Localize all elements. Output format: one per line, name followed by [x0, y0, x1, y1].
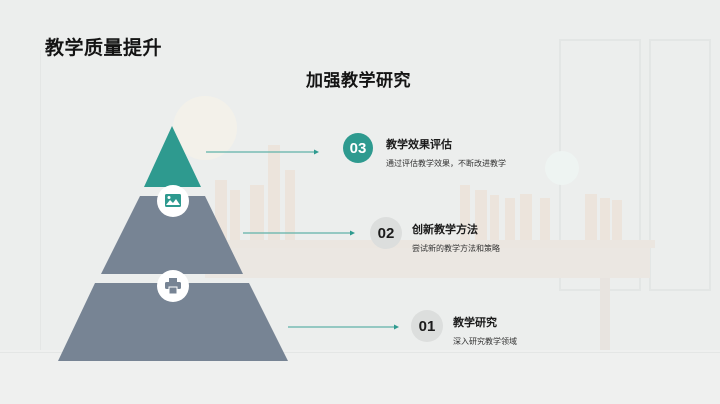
step-desc-01: 深入研究教学领域 [453, 337, 517, 346]
step-number-badge-01: 01 [411, 310, 443, 342]
step-desc-03: 通过评估教学效果，不断改进教学 [386, 159, 506, 168]
arrow-connector-01 [288, 324, 399, 330]
step-title-02: 创新教学方法 [412, 223, 478, 236]
section-subtitle: 加强教学研究 [306, 71, 411, 91]
pyramid-level-top [144, 126, 201, 187]
pyramid-level-middle [101, 196, 243, 274]
step-number-badge-03: 03 [343, 133, 373, 163]
step-desc-02: 尝试新的教学方法和策略 [412, 244, 500, 253]
step-number-badge-02: 02 [370, 217, 402, 249]
arrow-connector-02 [243, 230, 355, 236]
arrow-connector-03 [206, 149, 319, 155]
step-title-01: 教学研究 [453, 316, 497, 329]
image-icon [157, 185, 189, 217]
step-title-03: 教学效果评估 [386, 138, 452, 151]
pyramid-level-bottom [58, 283, 288, 361]
printer-icon [157, 270, 189, 302]
slide-title: 教学质量提升 [45, 37, 163, 59]
